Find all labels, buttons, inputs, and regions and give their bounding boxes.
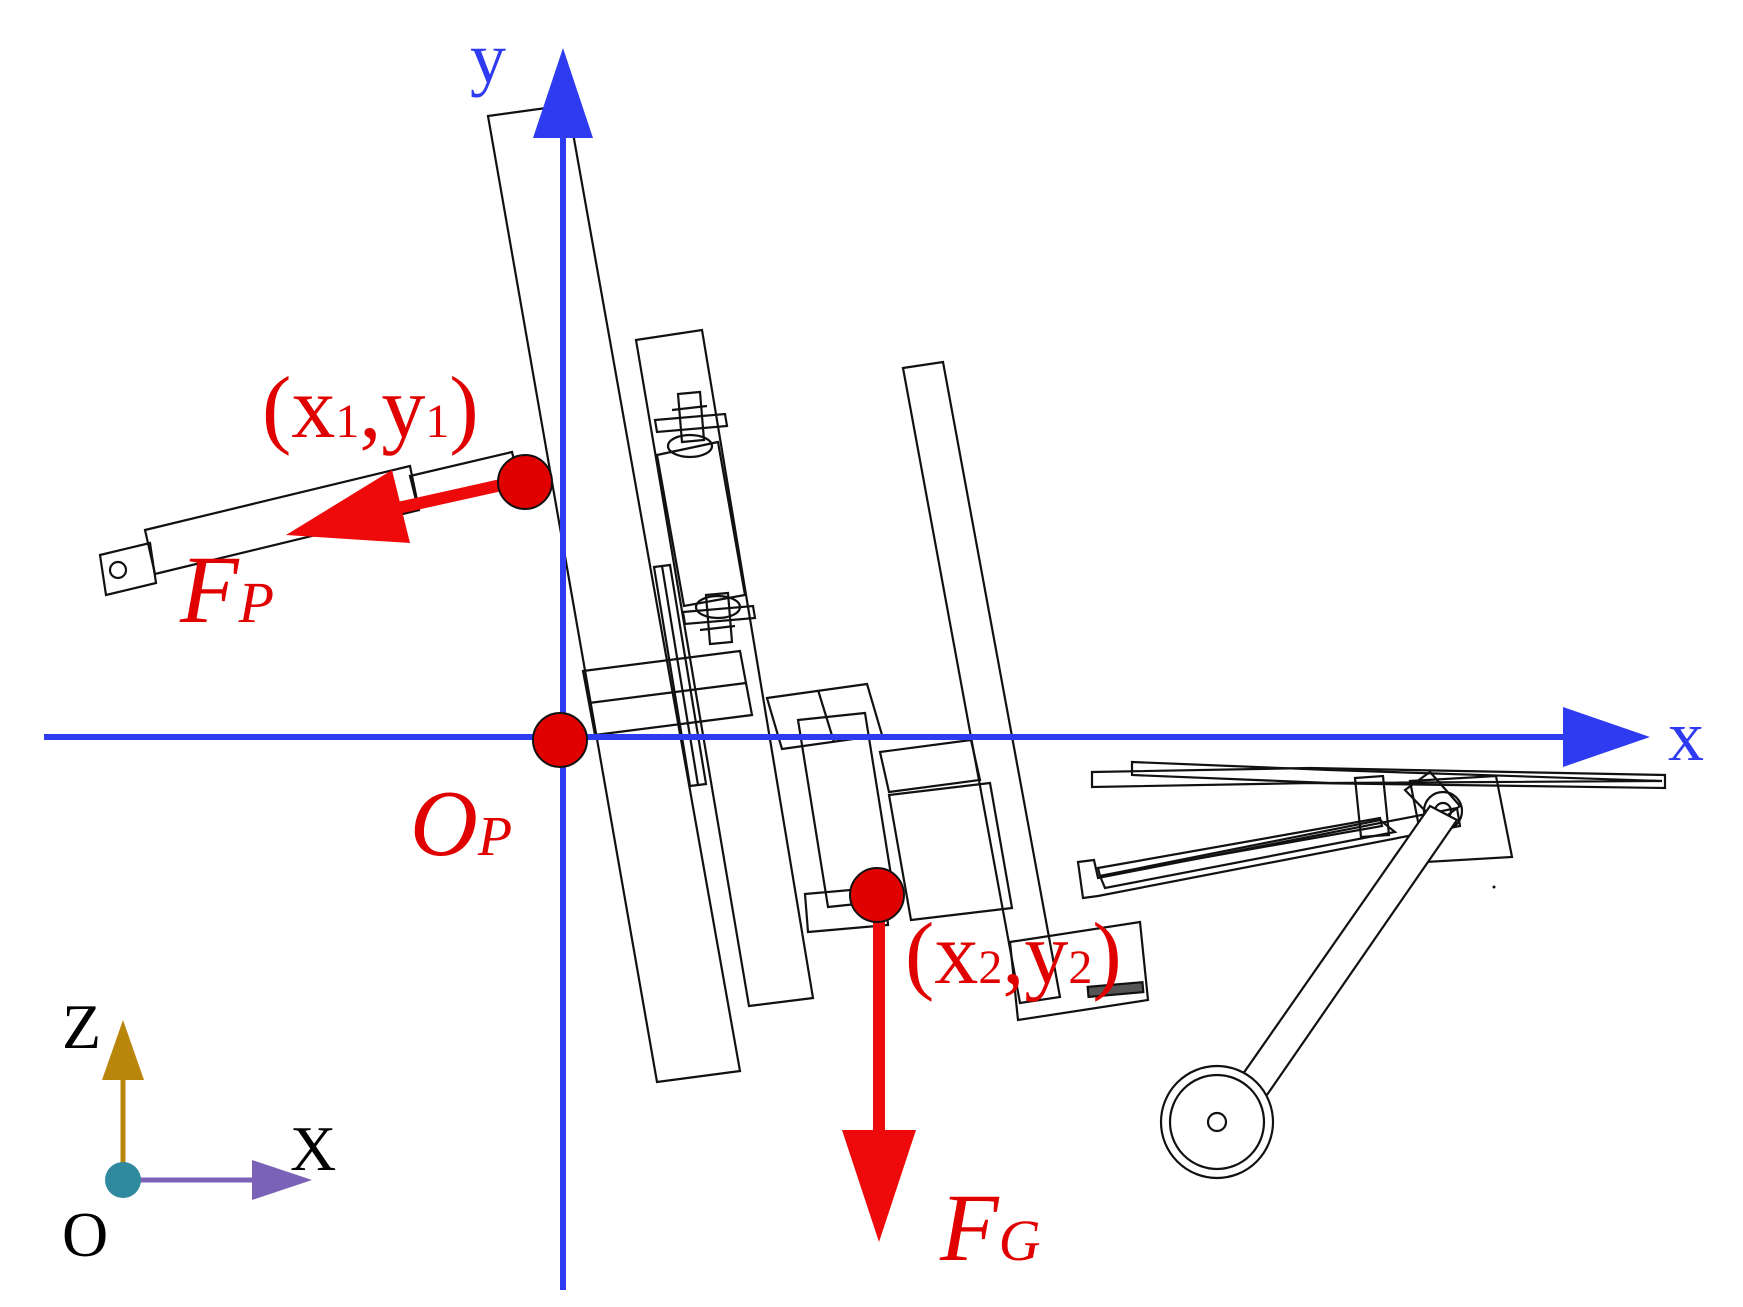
fg-force-label: FG [939,1174,1041,1281]
mid-link [878,738,982,794]
global-x-arrowhead [252,1160,312,1200]
point-2-label: (x2,y2) [905,906,1122,1003]
fp-force-label: FP [179,536,274,643]
origin-label: OP [410,772,512,876]
lower-clamp-bolt [704,591,734,646]
fork-diagonal [1098,818,1398,890]
x-axis-arrowhead [1563,707,1650,767]
fork-inner-tine [1096,816,1384,878]
lift-cylinder-body [655,440,747,608]
fork-tip-plate [1086,980,1145,999]
carriage-plate [887,781,1014,922]
fp-force-shaft [378,476,517,518]
forces-and-points: (x1,y1) (x2,y2) OP FP FG [179,360,1122,1281]
fork-lower-tine [1076,806,1462,900]
point-1-marker [497,454,553,510]
upper-clamp-bolt [676,390,706,444]
mechanism-drawing [98,103,1667,1180]
inner-frame-plate [634,328,815,1008]
connector-block-left [581,649,754,737]
main-axes: x y [44,18,1704,1290]
point-1-label: (x1,y1) [262,360,479,457]
y-axis-label: y [470,18,506,98]
fork-base [1008,920,1150,1022]
support-leg [1220,804,1459,1120]
global-z-arrowhead [102,1020,144,1080]
point-2-marker [849,867,905,923]
cylinder-top-ellipse [666,433,714,459]
lower-clamp [681,604,757,626]
global-coordinate-frame: Z X O [62,991,336,1270]
x-axis-label: x [1668,696,1704,776]
global-origin-dot-icon [105,1162,141,1198]
fork-upright [1353,774,1391,839]
guide-rail [652,563,708,788]
global-x-label: X [290,1113,336,1184]
push-cylinder-endcap [98,541,158,597]
global-origin-label: O [62,1199,108,1270]
mast-column [486,103,742,1084]
wheel-icon [1159,1064,1275,1180]
right-column [901,360,1062,1005]
origin-point-marker [532,712,588,768]
y-axis-arrowhead [533,48,593,138]
fp-force-arrowhead [286,470,410,543]
fg-force-arrowhead [842,1130,916,1242]
fork-upper-tine [1090,766,1667,790]
fork-upper-rail [1130,760,1663,785]
global-z-label: Z [62,991,101,1062]
